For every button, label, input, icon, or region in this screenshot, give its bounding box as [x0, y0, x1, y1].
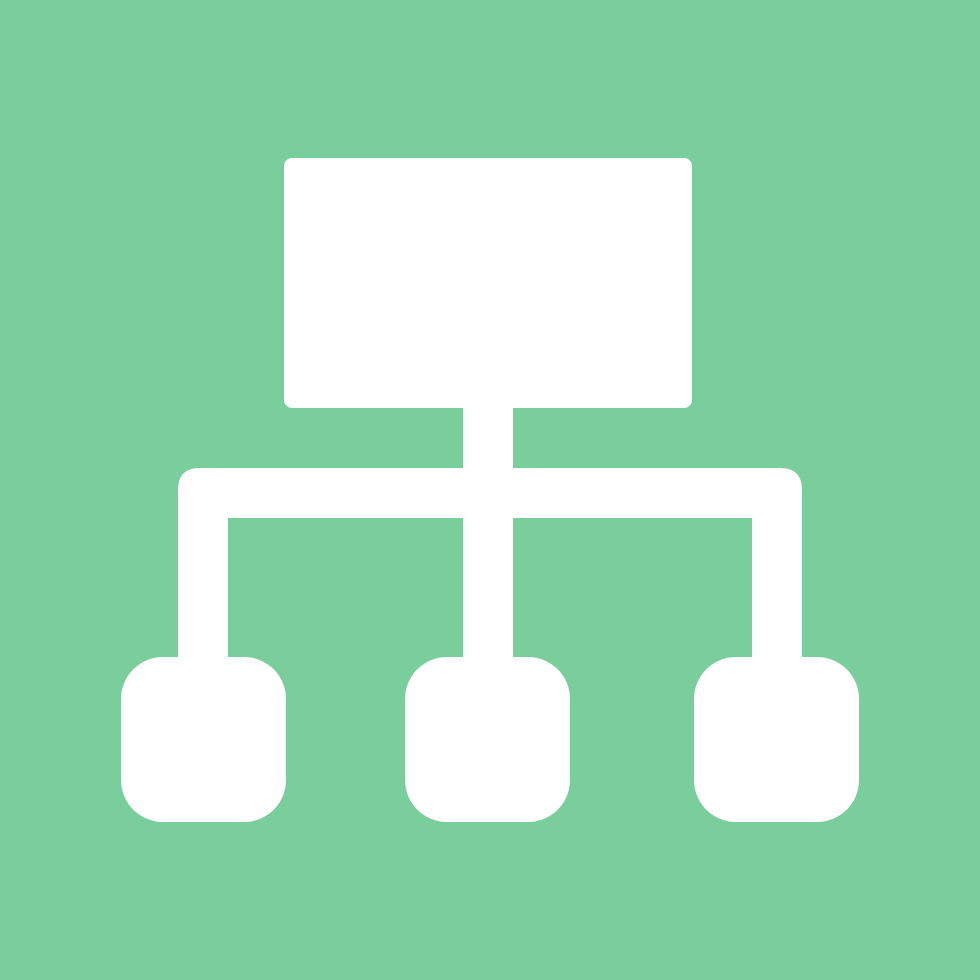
right-connector-line: [752, 500, 802, 670]
center-connector-line: [463, 400, 513, 670]
left-child-node: [121, 657, 286, 822]
parent-node-box: [284, 158, 692, 408]
horizontal-connector-line: [178, 468, 802, 518]
center-child-node: [405, 657, 570, 822]
left-connector-line: [178, 500, 228, 670]
right-child-node: [694, 657, 859, 822]
hierarchy-glyph: [121, 158, 859, 822]
